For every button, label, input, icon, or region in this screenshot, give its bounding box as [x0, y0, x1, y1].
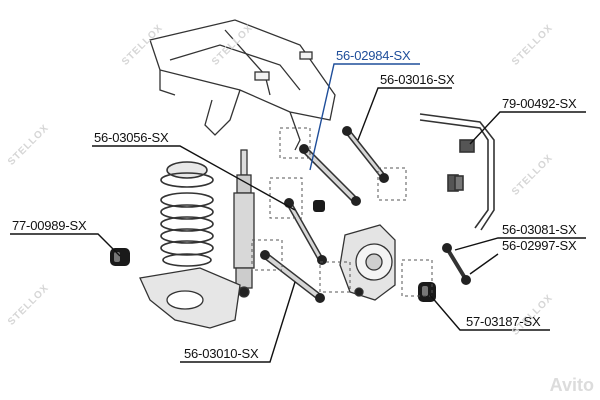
arm-56-03056	[284, 198, 327, 265]
coil-spring	[160, 161, 214, 267]
part-label-79-00492: 79-00492-SX	[502, 96, 577, 111]
part-label-57-03187: 57-03187-SX	[466, 314, 541, 329]
leader-56-03081	[454, 237, 586, 251]
part-label-56-03010: 56-03010-SX	[184, 346, 259, 361]
arm-56-02984	[299, 144, 361, 206]
leader-77-00989	[10, 233, 121, 257]
wheel-hub	[339, 224, 396, 301]
leader-56-02997	[469, 253, 499, 275]
part-label-56-03016: 56-03016-SX	[380, 72, 455, 87]
leader-56-03056	[92, 145, 296, 211]
leader-56-03010	[180, 281, 296, 363]
stabilizer-bar	[419, 113, 495, 231]
part-label-77-00989: 77-00989-SX	[12, 218, 87, 233]
part-label-56-02984: 56-02984-SX	[336, 48, 411, 63]
arm-56-03016	[342, 126, 389, 183]
arm-56-03010	[260, 250, 325, 303]
small-bushing	[313, 200, 325, 212]
mounting-guides	[251, 127, 433, 297]
subframe	[149, 19, 336, 151]
leader-57-03187	[429, 294, 550, 331]
shock-absorber	[233, 149, 255, 298]
avito-watermark: Avito	[549, 375, 594, 395]
stabilizer-link	[442, 243, 471, 285]
leader-79-00492	[469, 111, 586, 145]
part-label-56-03056: 56-03056-SX	[94, 130, 169, 145]
leader-56-02984	[309, 63, 420, 171]
lower-control-arm	[139, 267, 241, 329]
leader-lines	[10, 63, 586, 363]
leader-56-03016	[357, 87, 452, 141]
bushing-77-00989	[110, 248, 130, 266]
part-label-56-03081: 56-03081-SX	[502, 222, 577, 237]
part-label-56-02997: 56-02997-SX	[502, 238, 577, 253]
